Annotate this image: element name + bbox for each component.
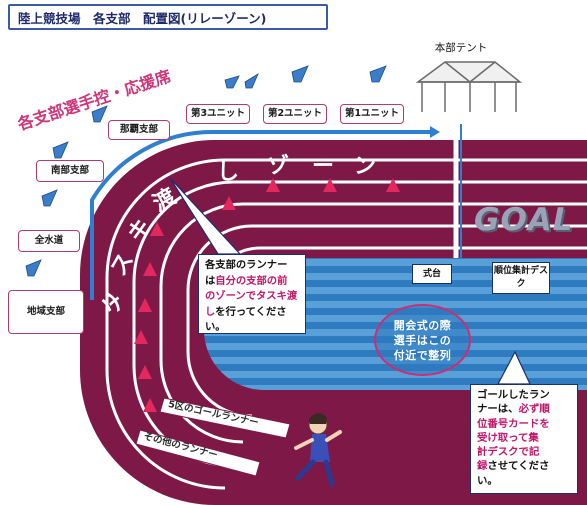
callout-b-l1: ゴールしたラン xyxy=(477,389,550,401)
zone-char-6: ゾ xyxy=(266,154,289,179)
callout-a-line4-post: を行ってください。 xyxy=(205,305,287,334)
headquarters-tent-label: 本部テント xyxy=(434,42,488,54)
runner-figure xyxy=(294,413,342,487)
runner-strip-other xyxy=(135,429,261,477)
branch-unit-2: 第2ユニット xyxy=(263,104,327,124)
callout-b-l5-hl: 計デスクで記 xyxy=(477,446,540,459)
branch-unit-3: 第3ユニット xyxy=(186,104,250,124)
branch-naha: 那覇支部 xyxy=(108,120,170,140)
callout-a-line1: 各支部のランナー xyxy=(205,259,288,271)
zone-outline xyxy=(90,129,430,300)
relay-instruction-callout: 各支部のランナー は自分の支部の前 のゾーンでタスキ渡 しを行ってください。 xyxy=(198,254,306,334)
branch-chiiki: 地域支部 xyxy=(8,290,84,334)
callout-a-line2-pre: は xyxy=(205,274,216,287)
zone-char-5: し xyxy=(216,160,239,185)
ceremony-line-3: 付近で整列 xyxy=(393,349,452,362)
callout-b-l2-pre: ナーは、 xyxy=(477,403,519,416)
stage-label: 式台 xyxy=(412,264,452,284)
branch-zensuido: 全水道 xyxy=(18,230,80,252)
ranking-desk-text: 順位集計デスク xyxy=(493,266,548,289)
relay-markers xyxy=(134,178,400,412)
goal-instruction-callout: ゴールしたラン ナーは、必ず順 位番号カードを 受け取って集 計デスクで記 録さ… xyxy=(470,384,578,494)
callout-b-l4-hl: 受け取って集 xyxy=(477,431,539,444)
ceremony-line-2: 選手はこの xyxy=(393,334,452,347)
callout-b-l6-hl: 録 xyxy=(477,460,488,473)
tent-icon xyxy=(415,61,523,112)
flag-icons xyxy=(25,65,387,277)
branch-unit-1: 第1ユニット xyxy=(340,104,404,124)
callout-a-line3-hl: のゾーンでタスキ渡 xyxy=(205,290,298,302)
goal-label: GOAL xyxy=(474,202,574,238)
zone-char-7: ー xyxy=(311,154,334,179)
callout-b-l2-hl: 必ず順 xyxy=(518,403,550,416)
callout-a-line2-hl: 自分の支部の前 xyxy=(215,274,288,287)
callout-b-l3-hl: 位番号カードを xyxy=(477,417,550,430)
callout-a-line4-hl: し xyxy=(205,305,216,318)
callout-b-l7: い。 xyxy=(477,474,498,487)
zone-arrow-head xyxy=(430,126,440,138)
page-title: 陸上競技場 各支部 配置図(リレーゾーン) xyxy=(8,4,328,30)
branch-nanbu: 南部支部 xyxy=(36,160,104,182)
ranking-desk-label: 順位集計デスク xyxy=(492,262,550,294)
runner-strip-5 xyxy=(159,397,291,439)
ceremony-gathering-area: 開会式の際 選手はこの 付近で整列 xyxy=(374,304,471,376)
ceremony-line-1: 開会式の際 xyxy=(393,319,452,332)
callout-b-l6-post: させてくださ xyxy=(487,460,550,473)
zone-char-8: ン xyxy=(353,154,376,179)
